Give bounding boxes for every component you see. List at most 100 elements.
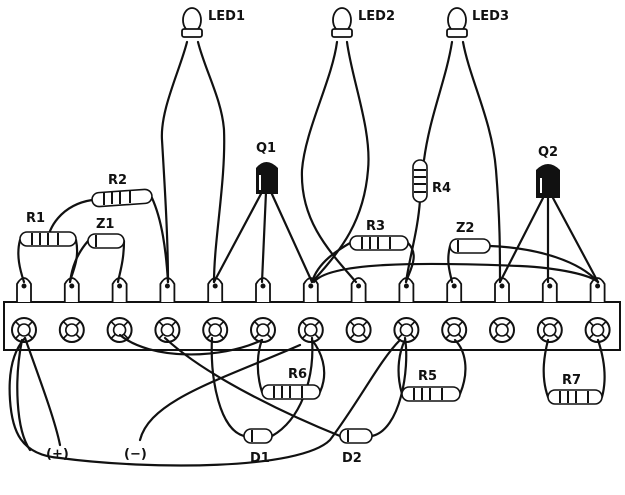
r2-resistor <box>91 188 153 208</box>
solder-lug-hole-11 <box>499 283 505 289</box>
solder-lug-hole-12 <box>547 283 553 289</box>
r3-lead-right <box>404 241 415 284</box>
terminal-screw-9 <box>393 317 420 343</box>
r5-lead-left <box>397 338 407 396</box>
q2-label: Q2 <box>538 145 558 160</box>
z1-zener-diode <box>87 233 125 249</box>
r4-lead-bottom <box>404 198 422 284</box>
solder-lug-hole-1 <box>21 283 27 289</box>
solder-lug-hole-6 <box>260 283 266 289</box>
terminal-screw-10 <box>441 317 468 343</box>
r6-label: R6 <box>288 367 307 382</box>
led1 <box>181 7 203 38</box>
led1-lead-left <box>160 40 189 284</box>
solder-lug-13 <box>589 277 606 302</box>
d1-diode <box>243 428 273 444</box>
terminal-row <box>11 317 611 343</box>
terminal-screw-7 <box>297 317 324 343</box>
r1-resistor <box>19 231 77 247</box>
q2-leg-left <box>498 196 545 284</box>
led3-base <box>446 28 468 38</box>
r2-label: R2 <box>108 173 127 188</box>
z1-lead-right <box>116 239 126 284</box>
q1-leg-mid <box>260 190 268 284</box>
r1-label: R1 <box>26 211 45 226</box>
r3-lead-left <box>310 241 352 284</box>
wire-minus-lead <box>138 343 302 442</box>
solder-lug-hole-3 <box>117 283 123 289</box>
r4-resistor <box>412 159 428 203</box>
component-labels: LED1 LED2 LED3 Q1 Q2 R1 R2 R3 R4 R5 R6 R… <box>26 9 581 466</box>
led2-label: LED2 <box>358 9 395 24</box>
d1-label: D1 <box>250 451 270 466</box>
led2 <box>331 7 353 38</box>
terminal-screw-6 <box>250 317 276 343</box>
led1-lead-right <box>196 40 226 284</box>
r7-resistor <box>547 389 603 405</box>
z1-label: Z1 <box>96 217 114 232</box>
z2-label: Z2 <box>456 221 474 236</box>
r7-label: R7 <box>562 373 581 388</box>
q2-leg-right <box>551 196 600 284</box>
solder-lug-hole-10 <box>451 283 457 289</box>
solder-lug-hole-8 <box>356 283 362 289</box>
r6-lead-right <box>310 338 326 394</box>
led3-lead-left <box>422 40 454 162</box>
r4-label: R4 <box>432 181 451 196</box>
r5-resistor <box>401 386 461 402</box>
solder-lug-12 <box>541 277 558 302</box>
led1-base <box>181 28 203 38</box>
plus-terminal-label: (+) <box>46 447 69 462</box>
d2-label: D2 <box>342 451 362 466</box>
wire-t4-to-d2 <box>163 336 342 438</box>
solder-lug-hole-5 <box>212 283 218 289</box>
wire-t3-to-t6 <box>118 333 264 356</box>
r6-resistor <box>261 384 321 400</box>
q2-body <box>536 164 560 198</box>
solder-lug-3 <box>111 277 128 302</box>
solder-lug-1 <box>16 277 32 302</box>
q2-transistor <box>536 164 560 198</box>
solder-lug-hole-9 <box>403 283 409 289</box>
solder-lug-hole-2 <box>69 283 75 289</box>
terminal-screw-11 <box>489 317 515 343</box>
wire-t9-long-loop <box>8 336 402 467</box>
r2-lead-right <box>150 196 170 284</box>
solder-lug-11 <box>494 277 510 302</box>
terminal-screw-1 <box>11 317 37 343</box>
r7-lead-left <box>542 338 550 399</box>
r3-label: R3 <box>366 219 385 234</box>
r5-label: R5 <box>418 369 437 384</box>
solder-lug-hole-13 <box>595 283 601 289</box>
q1-transistor <box>256 162 278 194</box>
led3-label: LED3 <box>472 9 509 24</box>
r7-lead-right <box>596 338 606 399</box>
led3 <box>446 7 468 38</box>
terminal-screw-5 <box>202 317 229 343</box>
z2-lead-left <box>447 244 454 284</box>
r1-lead-left <box>17 238 26 284</box>
solder-lug-2 <box>63 277 80 302</box>
wire-plus-lead <box>23 336 62 447</box>
wire-d2-to-t9 <box>370 336 408 438</box>
terminal-screw-3 <box>106 317 133 343</box>
z2-zener-diode <box>449 238 491 254</box>
d2-diode <box>339 428 373 444</box>
q1-label: Q1 <box>256 141 276 156</box>
minus-terminal-label: (−) <box>124 447 147 462</box>
z2-lead-right <box>488 244 600 284</box>
led1-label: LED1 <box>208 9 245 24</box>
led3-lead-right <box>461 40 502 284</box>
wire-t5-to-d1 <box>210 336 246 438</box>
solder-lug-10 <box>446 277 463 302</box>
terminal-screw-13 <box>584 317 611 343</box>
wiring <box>8 40 606 467</box>
jumper-long-top <box>312 262 600 284</box>
terminal-screw-4 <box>154 317 181 343</box>
solder-lug-hole-4 <box>164 283 170 289</box>
solder-lug-hole-7 <box>308 283 314 289</box>
wire-plus-lead-2 <box>16 338 32 452</box>
led2-lead-left <box>300 40 358 284</box>
r6-lead-left <box>256 338 264 394</box>
